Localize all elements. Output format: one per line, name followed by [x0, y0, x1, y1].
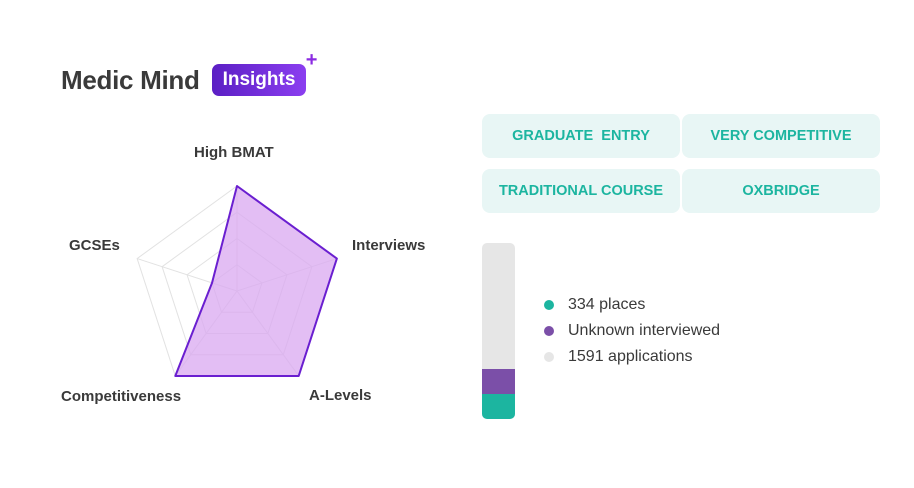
axis-label-competitiveness: Competitiveness	[61, 388, 182, 405]
legend-applications: 1591 applications	[544, 346, 693, 368]
legend-interviewed-label: Unknown interviewed	[568, 322, 721, 339]
legend-applications-label: 1591 applications	[568, 348, 693, 365]
insights-badge: Insights +	[211, 50, 317, 96]
applications-dot-icon	[544, 352, 554, 362]
tag-oxbridge: OXBRIDGE	[682, 169, 880, 213]
tag-very-competitive: VERY COMPETITIVE	[682, 114, 880, 158]
axis-label-high-bmat: High BMAT	[194, 144, 274, 161]
radar-data-area	[174, 185, 338, 377]
places-dot-icon	[544, 300, 554, 310]
legend-interviewed: Unknown interviewed	[544, 320, 720, 342]
places-segment	[482, 394, 515, 419]
axis-label-a-levels: A-Levels	[309, 387, 372, 404]
legend-places: 334 places	[544, 294, 645, 316]
applications-bar	[482, 243, 515, 419]
brand-logo: Medic Mind Insights +	[61, 50, 317, 98]
brand-name: Medic Mind	[61, 64, 200, 95]
interviewed-dot-icon	[544, 326, 554, 336]
interviewed-segment	[482, 369, 515, 394]
tag-traditional-course: TRADITIONAL COURSE	[482, 169, 680, 213]
legend-places-label: 334 places	[568, 296, 646, 313]
axis-label-gcses: GCSEs	[69, 237, 120, 254]
insights-badge-label: Insights	[222, 69, 296, 90]
tag-graduate-entry: GRADUATE ENTRY	[482, 114, 680, 158]
plus-icon: +	[305, 49, 318, 71]
axis-label-interviews: Interviews	[352, 237, 426, 254]
